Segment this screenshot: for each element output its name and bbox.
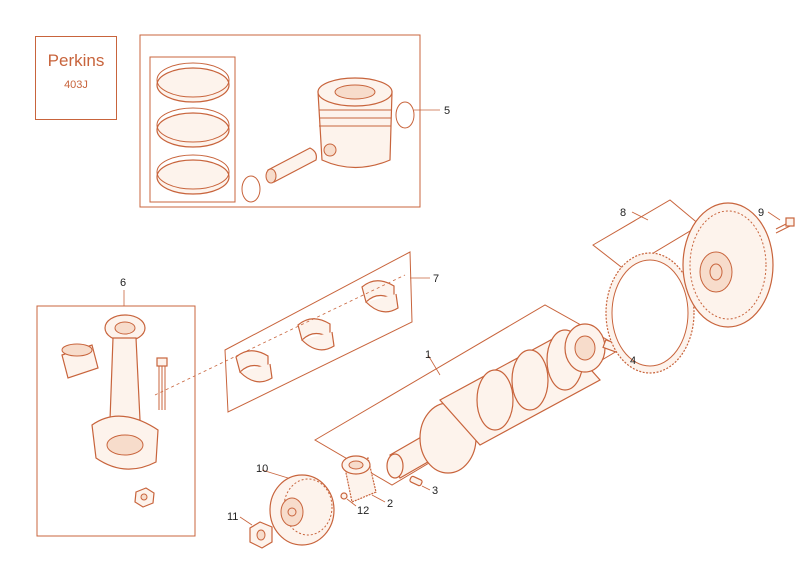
conrod-bolt <box>156 357 168 410</box>
crank-pulley <box>269 474 335 546</box>
conrod-group-frame <box>36 305 196 537</box>
callout-9: 9 <box>758 207 764 219</box>
circlips <box>241 101 415 203</box>
callout-11: 11 <box>227 511 238 523</box>
woodruff-key <box>409 475 423 487</box>
callout-1: 1 <box>425 349 431 361</box>
callout-4: 4 <box>630 355 636 367</box>
small-end-bushing <box>61 343 99 379</box>
flywheel <box>682 202 774 328</box>
callout-10: 10 <box>256 463 268 475</box>
pulley-pin <box>340 492 348 500</box>
brand-box: Perkins 403J <box>35 36 117 120</box>
callout-7: 7 <box>433 273 439 285</box>
callout-5: 5 <box>444 105 450 117</box>
conrod-nut <box>134 487 155 508</box>
bearing-shells <box>235 280 399 383</box>
callout-6: 6 <box>120 277 126 289</box>
engine-model: 403J <box>64 79 88 91</box>
ring-set-frame <box>149 56 236 203</box>
pulley-nut <box>249 521 273 549</box>
connecting-rod <box>91 314 159 470</box>
piston-group-frame <box>139 34 421 208</box>
piston <box>317 77 393 169</box>
brand-name: Perkins <box>47 51 105 70</box>
callout-2: 2 <box>387 498 393 510</box>
crankshaft <box>386 323 606 479</box>
bearing-group-frame <box>224 251 413 413</box>
callout-8: 8 <box>620 207 626 219</box>
piston-pin <box>265 147 317 184</box>
piston-rings <box>156 62 230 195</box>
ring-gear <box>605 252 695 374</box>
callout-3: 3 <box>432 485 438 497</box>
flywheel-bolt <box>775 217 795 234</box>
callout-12: 12 <box>357 505 369 517</box>
crank-gear <box>341 455 377 503</box>
